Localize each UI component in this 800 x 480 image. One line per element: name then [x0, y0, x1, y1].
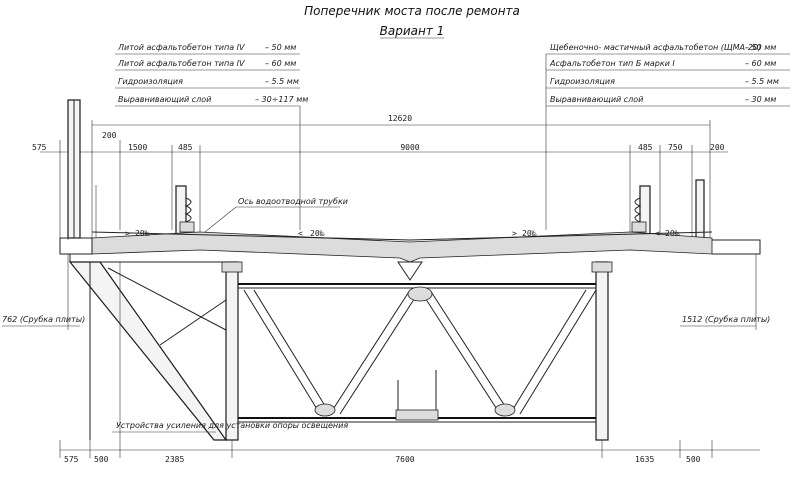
- drawing-title: Поперечник моста после ремонта: [304, 4, 520, 18]
- layer-right-4-name: Выравнивающий слой: [550, 95, 643, 104]
- slope-3-value: 20‰: [522, 229, 537, 238]
- layers-table-right: Щебеночно- мастичный асфальтобетон (ЩМА-…: [546, 43, 790, 107]
- dim-9000: 9000: [400, 143, 419, 152]
- left-bracket: [68, 254, 228, 441]
- right-railing-post: [695, 179, 705, 239]
- layer-left-2-name: Литой асфальтобетон типа IV: [117, 59, 245, 68]
- slope-markers: > 20‰ < 20‰ > 20‰ < 20‰: [125, 229, 680, 238]
- dim-200-right: 200: [710, 143, 725, 152]
- lighting-label: Устройства усиления для установки опоры …: [116, 421, 348, 430]
- dim-12620: 12620: [388, 114, 412, 123]
- deck-slab: [59, 231, 761, 263]
- slope-1-value: 20‰: [135, 229, 150, 238]
- layer-left-3-name: Гидроизоляция: [118, 77, 183, 86]
- dim-7600: 7600: [395, 455, 414, 464]
- slope-4-value: 20‰: [665, 229, 680, 238]
- dim-575-top: 575: [32, 143, 47, 152]
- layer-left-1-name: Литой асфальтобетон типа IV: [117, 43, 245, 52]
- dim-500-right: 500: [686, 455, 701, 464]
- layer-left-4-name: Выравнивающий слой: [118, 95, 211, 104]
- layer-right-3-name: Гидроизоляция: [550, 77, 615, 86]
- dim-1500: 1500: [128, 143, 147, 152]
- layer-right-1-value: – 50 мм: [745, 43, 776, 52]
- layer-right-4-value: – 30 мм: [745, 95, 776, 104]
- dim-485-left: 485: [178, 143, 193, 152]
- drain-axis-note: Ось водоотводной трубки: [204, 197, 348, 233]
- dimension-total: 12620: [91, 114, 711, 240]
- layer-right-1-name: Щебеночно- мастичный асфальтобетон (ЩМА-…: [550, 43, 761, 52]
- right-cut-label: 1512 (Срубка плиты): [682, 315, 770, 324]
- layer-right-2-name: Асфальтобетон тип Б марки I: [549, 59, 675, 68]
- left-railing-post: [59, 99, 97, 239]
- layer-right-2-value: – 60 мм: [745, 59, 776, 68]
- center-drain: [397, 261, 423, 281]
- drain-axis-label: Ось водоотводной трубки: [238, 197, 348, 206]
- slope-2-value: 20‰: [310, 229, 325, 238]
- layer-right-3-value: – 5.5 мм: [745, 77, 779, 86]
- dimension-row-bottom: 575 500 2385 7600 1635 500: [59, 440, 760, 464]
- slope-4-arrow: <: [655, 229, 660, 238]
- dimension-row-top: 575 200 1500 485 9000 485 750 200: [32, 131, 728, 240]
- left-cut-label: 762 (Срубка плиты): [2, 315, 85, 324]
- dim-750: 750: [668, 143, 683, 152]
- slope-2-arrow: <: [298, 229, 303, 238]
- dim-485-right: 485: [638, 143, 653, 152]
- layer-left-1-value: – 50 мм: [265, 43, 296, 52]
- dim-200-left: 200: [102, 131, 117, 140]
- layer-left-3-value: – 5.5 мм: [265, 77, 299, 86]
- slope-1: >: [125, 229, 130, 238]
- dim-2385: 2385: [165, 455, 184, 464]
- left-barrier: [175, 185, 195, 237]
- layer-left-4-value: – 30÷117 мм: [255, 95, 308, 104]
- dim-1635: 1635: [635, 455, 654, 464]
- dim-500-left: 500: [94, 455, 109, 464]
- right-barrier: [631, 185, 651, 237]
- cut-annotations: 762 (Срубка плиты) 1512 (Срубка плиты): [2, 254, 770, 330]
- drawing-subtitle: Вариант 1: [380, 24, 445, 38]
- slope-3-arrow: >: [512, 229, 517, 238]
- dim-575-bottom: 575: [64, 455, 79, 464]
- layers-table-left: Литой асфальтобетон типа IV – 50 мм Лито…: [115, 43, 308, 107]
- layer-left-2-value: – 60 мм: [265, 59, 296, 68]
- lighting-note: Устройства усиления для установки опоры …: [112, 421, 348, 433]
- truss: [221, 261, 613, 441]
